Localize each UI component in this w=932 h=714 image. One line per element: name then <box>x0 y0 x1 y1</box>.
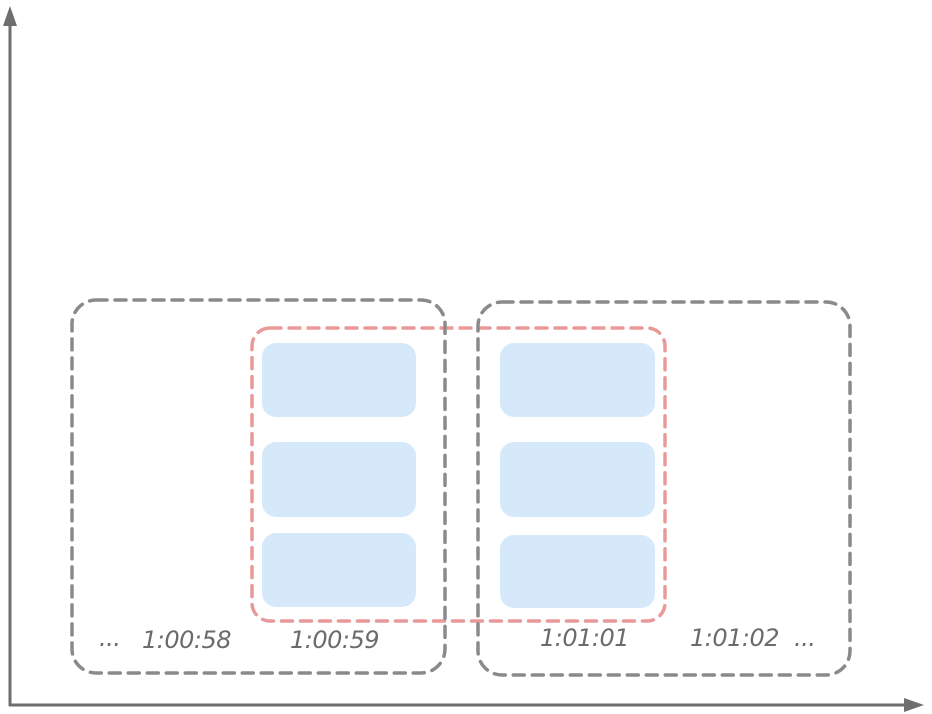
x-axis-arrow <box>904 698 924 712</box>
window-right <box>476 300 852 677</box>
axes <box>3 6 924 712</box>
label-1-01-02: 1:01:02 <box>690 624 779 652</box>
label-1-01-01: 1:01:01 <box>540 624 629 652</box>
overlap-window <box>250 326 667 623</box>
block-b3 <box>500 535 655 608</box>
blocks <box>262 343 655 608</box>
ellipsis-right: ... <box>794 624 815 652</box>
label-1-00-58: 1:00:58 <box>142 626 231 654</box>
time-labels: ... 1:00:58 1:00:59 1:01:01 1:01:02 ... <box>99 624 816 654</box>
block-b1 <box>500 343 655 417</box>
y-axis-arrow <box>3 6 17 26</box>
block-b2 <box>500 442 655 517</box>
ellipsis-left: ... <box>99 624 120 652</box>
block-a2 <box>262 442 416 517</box>
label-1-00-59: 1:00:59 <box>290 626 379 654</box>
window-left <box>70 298 447 675</box>
block-a3 <box>262 533 416 607</box>
block-a1 <box>262 343 416 417</box>
